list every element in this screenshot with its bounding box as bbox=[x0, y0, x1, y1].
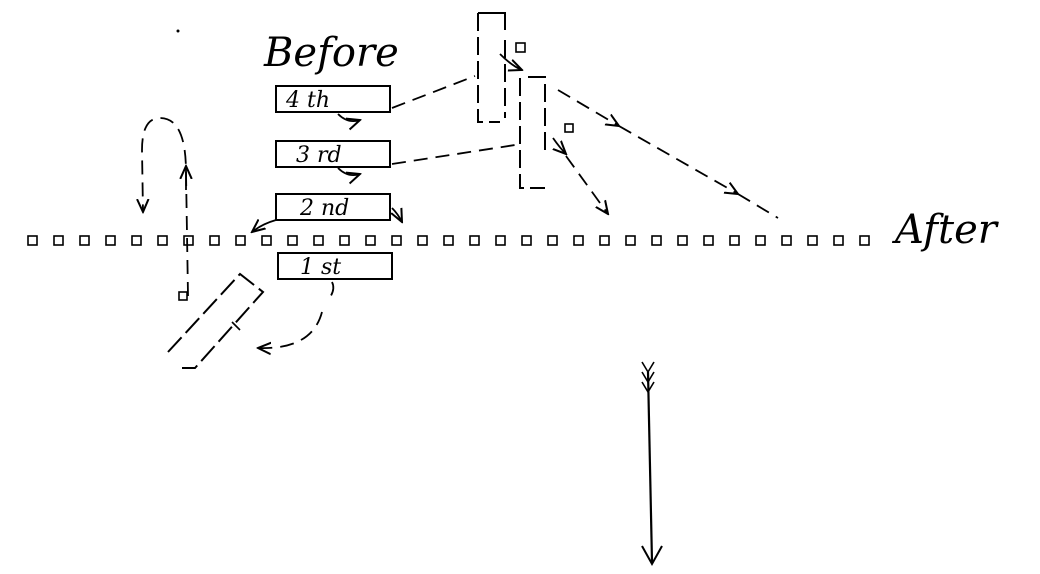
after-line-unit bbox=[599, 235, 610, 246]
after-line-unit bbox=[417, 235, 428, 246]
column-4th bbox=[477, 12, 526, 123]
after-line-unit bbox=[261, 235, 272, 246]
after-line-unit bbox=[157, 235, 168, 246]
column-3rd bbox=[519, 76, 574, 189]
after-line-unit bbox=[469, 235, 480, 246]
after-line-unit bbox=[287, 235, 298, 246]
after-label: After bbox=[891, 207, 1000, 253]
after-line-unit bbox=[391, 235, 402, 246]
after-line-unit bbox=[131, 235, 142, 246]
direction-arrow bbox=[641, 361, 663, 567]
after-line-unit bbox=[833, 235, 844, 246]
before-label: Before bbox=[263, 30, 399, 76]
after-line-unit bbox=[209, 235, 220, 246]
rank-label-2nd: 2 nd bbox=[299, 196, 349, 221]
after-line-unit bbox=[105, 235, 116, 246]
after-line-unit bbox=[79, 235, 90, 246]
after-line-unit bbox=[573, 235, 584, 246]
rank-box-2nd: 2 nd bbox=[275, 193, 391, 221]
after-line-unit bbox=[27, 235, 38, 246]
path-col3-down bbox=[552, 137, 566, 154]
after-line-unit bbox=[703, 235, 714, 246]
after-line-unit bbox=[53, 235, 64, 246]
movement-arrows bbox=[142, 53, 779, 348]
after-line bbox=[27, 235, 870, 246]
after-line-unit bbox=[729, 235, 740, 246]
after-line-unit bbox=[495, 235, 506, 246]
path-to-line-end bbox=[737, 193, 779, 219]
after-line-unit bbox=[313, 235, 324, 246]
after-line-unit bbox=[677, 235, 688, 246]
rank-box-3rd: 3 rd bbox=[275, 140, 391, 168]
after-line-unit bbox=[859, 235, 870, 246]
after-line-unit bbox=[547, 235, 558, 246]
path-2nd-left bbox=[252, 220, 277, 232]
after-line-unit bbox=[807, 235, 818, 246]
after-line-unit bbox=[235, 235, 246, 246]
path-1st-curve bbox=[258, 311, 323, 348]
after-line-unit bbox=[443, 235, 454, 246]
path-1st bbox=[327, 281, 335, 301]
rank-label-1st: 1 st bbox=[300, 255, 341, 280]
after-line-unit bbox=[625, 235, 636, 246]
rank-box-1st: 1 st bbox=[277, 252, 393, 280]
after-line-unit bbox=[183, 235, 194, 246]
after-line-unit bbox=[365, 235, 376, 246]
rank-box-4th: 4 th bbox=[275, 85, 391, 113]
after-line-unit bbox=[339, 235, 350, 246]
after-line-unit bbox=[651, 235, 662, 246]
path-4th bbox=[391, 75, 476, 109]
rank-label-4th: 4 th bbox=[285, 88, 330, 113]
after-line-unit bbox=[521, 235, 532, 246]
path-column4-to-column3 bbox=[499, 53, 522, 70]
after-line-unit bbox=[781, 235, 792, 246]
rank-label-3rd: 3 rd bbox=[296, 143, 342, 168]
path-3rd bbox=[391, 144, 516, 165]
path-col3-to-line-a bbox=[565, 155, 608, 214]
after-line-unit bbox=[755, 235, 766, 246]
left-loop bbox=[142, 117, 189, 297]
path-col4-to-line-b bbox=[557, 89, 619, 126]
column-1st bbox=[167, 272, 265, 369]
hook-3rd bbox=[337, 167, 360, 175]
stray-mark bbox=[176, 29, 180, 33]
hook-4th bbox=[337, 113, 360, 121]
path-col4-to-line-c bbox=[618, 125, 738, 194]
path-2nd-right bbox=[392, 207, 402, 222]
